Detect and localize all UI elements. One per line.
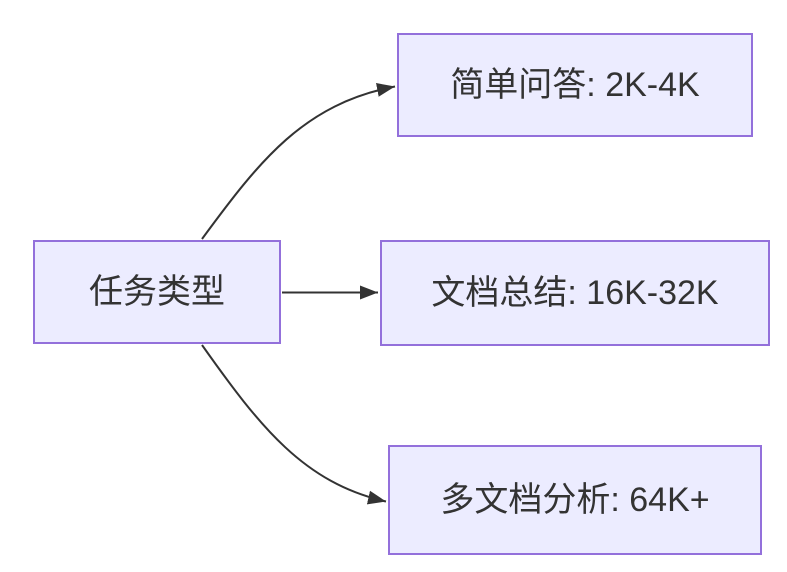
node-task-type: 任务类型 — [33, 240, 281, 344]
node-multi-doc: 多文档分析: 64K+ — [388, 445, 762, 555]
edge-task-to-multi-doc — [201, 344, 387, 505]
node-doc-summary-label: 文档总结: 16K-32K — [431, 273, 719, 312]
node-task-type-label: 任务类型 — [89, 272, 225, 311]
node-simple-qa-label: 简单问答: 2K-4K — [450, 65, 700, 104]
node-simple-qa: 简单问答: 2K-4K — [397, 33, 753, 137]
node-multi-doc-label: 多文档分析: 64K+ — [440, 480, 710, 519]
node-doc-summary: 文档总结: 16K-32K — [380, 240, 770, 346]
edge-task-to-simple-qa — [201, 83, 396, 240]
